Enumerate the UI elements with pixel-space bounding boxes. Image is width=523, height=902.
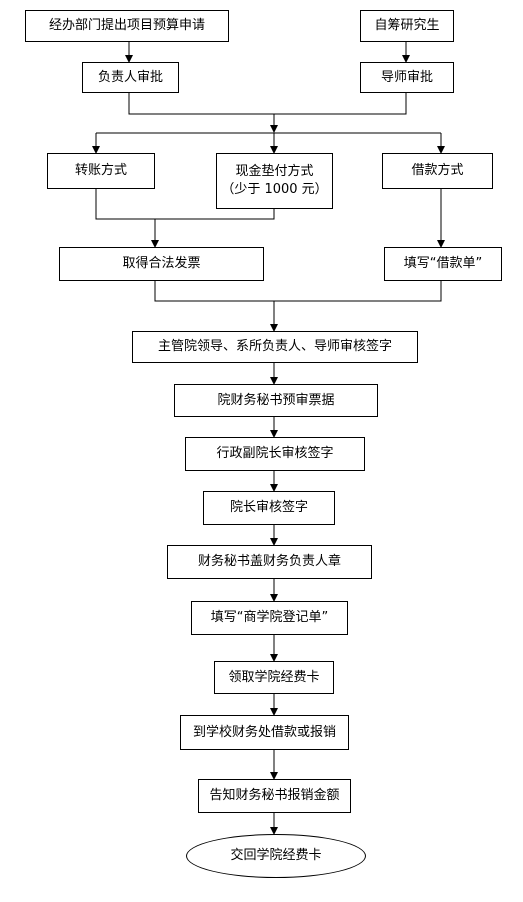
node-return-card: 交回学院经费卡: [186, 834, 366, 878]
node-seal: 财务秘书盖财务负责人章: [167, 545, 372, 579]
node-cash-advance: 现金垫付方式 （少于 1000 元）: [216, 153, 333, 209]
node-owner-approve: 负责人审批: [82, 62, 179, 93]
transfer-to-invoice-line: [95, 189, 155, 220]
node-fill-register: 填写“商学院登记单”: [191, 601, 348, 635]
node-vice-dean-sign: 行政副院长审核签字: [185, 437, 365, 471]
node-cash-advance-line1: 现金垫付方式: [235, 164, 314, 179]
node-secretary-pre-review: 院财务秘书预审票据: [174, 384, 378, 417]
node-dean-sign: 院长审核签字: [203, 491, 335, 525]
node-transfer: 转账方式: [47, 153, 155, 189]
node-get-card: 领取学院经费卡: [214, 661, 334, 694]
node-tutor-approve: 导师审批: [360, 62, 454, 93]
cash-to-invoice-line: [155, 209, 275, 220]
node-leader-sign: 主管院领导、系所负责人、导师审核签字: [132, 331, 418, 363]
node-dept-apply: 经办部门提出项目预算申请: [25, 10, 229, 42]
node-loan: 借款方式: [382, 153, 493, 189]
merge-approvals-line: [128, 93, 407, 115]
node-fill-loan: 填写“借款单”: [384, 247, 502, 281]
node-cash-advance-line2: （少于 1000 元）: [221, 182, 328, 197]
node-notify-secretary: 告知财务秘书报销金额: [198, 779, 351, 813]
node-school-finance: 到学校财务处借款或报销: [180, 715, 349, 750]
merge-invoice-fill-line: [154, 281, 442, 302]
node-invoice: 取得合法发票: [59, 247, 264, 281]
node-self-fund: 自筹研究生: [360, 10, 454, 42]
